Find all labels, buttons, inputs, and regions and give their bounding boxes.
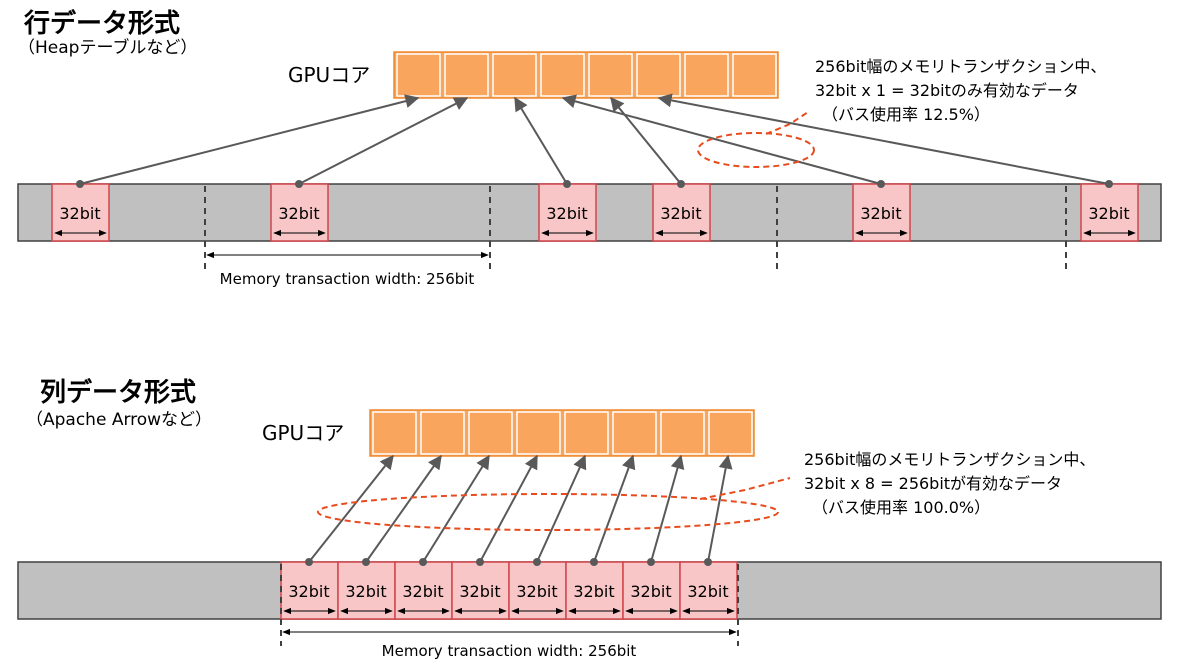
row-access-point	[295, 180, 303, 188]
row-gpu-lane	[492, 53, 537, 97]
column-format-title: 列データ形式	[40, 378, 197, 408]
column-access-point	[533, 558, 541, 566]
column-note-line: 256bit幅のメモリトランザクション中、	[804, 450, 1095, 469]
row-access-point	[877, 180, 885, 188]
row-access-point	[677, 180, 685, 188]
column-cell-label: 32bit	[630, 582, 671, 601]
row-access-arrow	[561, 94, 882, 185]
row-format-section: GPUコア 32bit 32bit 32bit 32bit	[17, 51, 1162, 288]
column-gpu-lane	[468, 411, 513, 455]
row-gpu-lane	[444, 53, 489, 97]
row-access-arrow	[298, 97, 469, 185]
column-cell-label: 32bit	[288, 582, 329, 601]
column-gpu-lane	[612, 411, 657, 455]
column-access-arrow	[422, 454, 490, 563]
row-cell-labels: 32bit 32bit 32bit 32bit 32bit 32bit	[59, 204, 1129, 223]
row-access-arrow	[610, 96, 682, 185]
column-access-arrow	[536, 454, 587, 563]
row-access-point	[76, 180, 84, 188]
column-access-point	[590, 558, 598, 566]
column-gpu-lane	[420, 411, 465, 455]
row-note-line: （バス使用率 12.5%）	[822, 105, 990, 124]
row-access-arrow	[514, 96, 568, 185]
column-gpu-lane	[708, 411, 753, 455]
column-access-point	[362, 558, 370, 566]
row-access-arrows	[79, 93, 1110, 185]
row-gpu-lane	[636, 53, 681, 97]
column-gpu-lane	[564, 411, 609, 455]
column-access-arrow	[365, 454, 442, 563]
row-highlight-ellipse	[697, 132, 815, 168]
column-format-section: GPUコア 32bit 32bit 32bit	[17, 409, 1162, 660]
row-transaction-width-label: Memory transaction width: 256bit	[220, 270, 475, 288]
column-access-point	[647, 558, 655, 566]
row-note: 256bit幅のメモリトランザクション中、 32bit x 1 = 32bitの…	[815, 57, 1106, 124]
row-access-point	[563, 180, 571, 188]
column-gpu-lane	[660, 411, 705, 455]
column-cell-label: 32bit	[402, 582, 443, 601]
column-access-arrow	[650, 454, 685, 563]
column-cell-label: 32bit	[459, 582, 500, 601]
column-format-subtitle: （Apache Arrowなど）	[26, 410, 213, 430]
row-data-cells	[51, 183, 1139, 242]
row-transaction-boundaries	[204, 186, 1067, 270]
column-access-arrow	[707, 454, 733, 563]
column-transaction-width-label: Memory transaction width: 256bit	[382, 642, 637, 660]
column-note-line: （バス使用率 100.0%）	[812, 498, 990, 517]
column-gpu-lane	[516, 411, 561, 455]
row-gpu-lane	[588, 53, 633, 97]
column-access-point	[476, 558, 484, 566]
row-gpu-core-block	[393, 51, 779, 99]
row-note-line: 32bit x 1 = 32bitのみ有効なデータ	[815, 81, 1079, 100]
column-access-arrow	[308, 454, 394, 563]
row-cell-label: 32bit	[278, 204, 319, 223]
row-cell-label: 32bit	[1088, 204, 1129, 223]
column-gpu-lane	[372, 411, 417, 455]
row-gpu-lane	[540, 53, 585, 97]
row-note-line: 256bit幅のメモリトランザクション中、	[815, 57, 1106, 76]
row-cell-label: 32bit	[860, 204, 901, 223]
column-access-arrows	[308, 454, 733, 563]
row-gpu-lane	[396, 53, 441, 97]
column-cell-label: 32bit	[687, 582, 728, 601]
row-gpu-lane	[732, 53, 777, 97]
row-cell-label: 32bit	[546, 204, 587, 223]
column-access-point	[305, 558, 313, 566]
column-access-arrow	[593, 454, 636, 563]
column-access-points	[305, 558, 712, 566]
column-cell-label: 32bit	[345, 582, 386, 601]
row-access-arrow	[79, 94, 420, 185]
column-gpu-core-block	[369, 409, 755, 457]
row-access-points	[76, 180, 1113, 188]
column-cell-labels: 32bit 32bit 32bit 32bit 32bit 32bit 32bi…	[288, 582, 728, 601]
row-format-subtitle: （Heapテーブルなど）	[18, 38, 198, 58]
row-cell-label: 32bit	[660, 204, 701, 223]
row-format-title: 行データ形式	[24, 9, 181, 39]
row-access-arrow	[657, 93, 1110, 185]
row-access-point	[1105, 180, 1113, 188]
column-cell-label: 32bit	[573, 582, 614, 601]
row-callout-pointer	[765, 111, 809, 135]
column-note: 256bit幅のメモリトランザクション中、 32bit x 8 = 256bit…	[804, 450, 1095, 517]
column-access-point	[419, 558, 427, 566]
column-gpu-label: GPUコア	[262, 421, 344, 445]
row-cell-label: 32bit	[59, 204, 100, 223]
column-access-arrow	[479, 454, 538, 563]
column-callout-pointer	[699, 477, 791, 500]
column-note-line: 32bit x 8 = 256bitが有効なデータ	[804, 474, 1062, 493]
row-gpu-lane	[684, 53, 729, 97]
column-access-point	[704, 558, 712, 566]
row-gpu-label: GPUコア	[288, 63, 370, 87]
column-highlight-ellipse	[317, 493, 779, 531]
column-transaction-boundaries	[280, 564, 739, 646]
column-cell-label: 32bit	[516, 582, 557, 601]
